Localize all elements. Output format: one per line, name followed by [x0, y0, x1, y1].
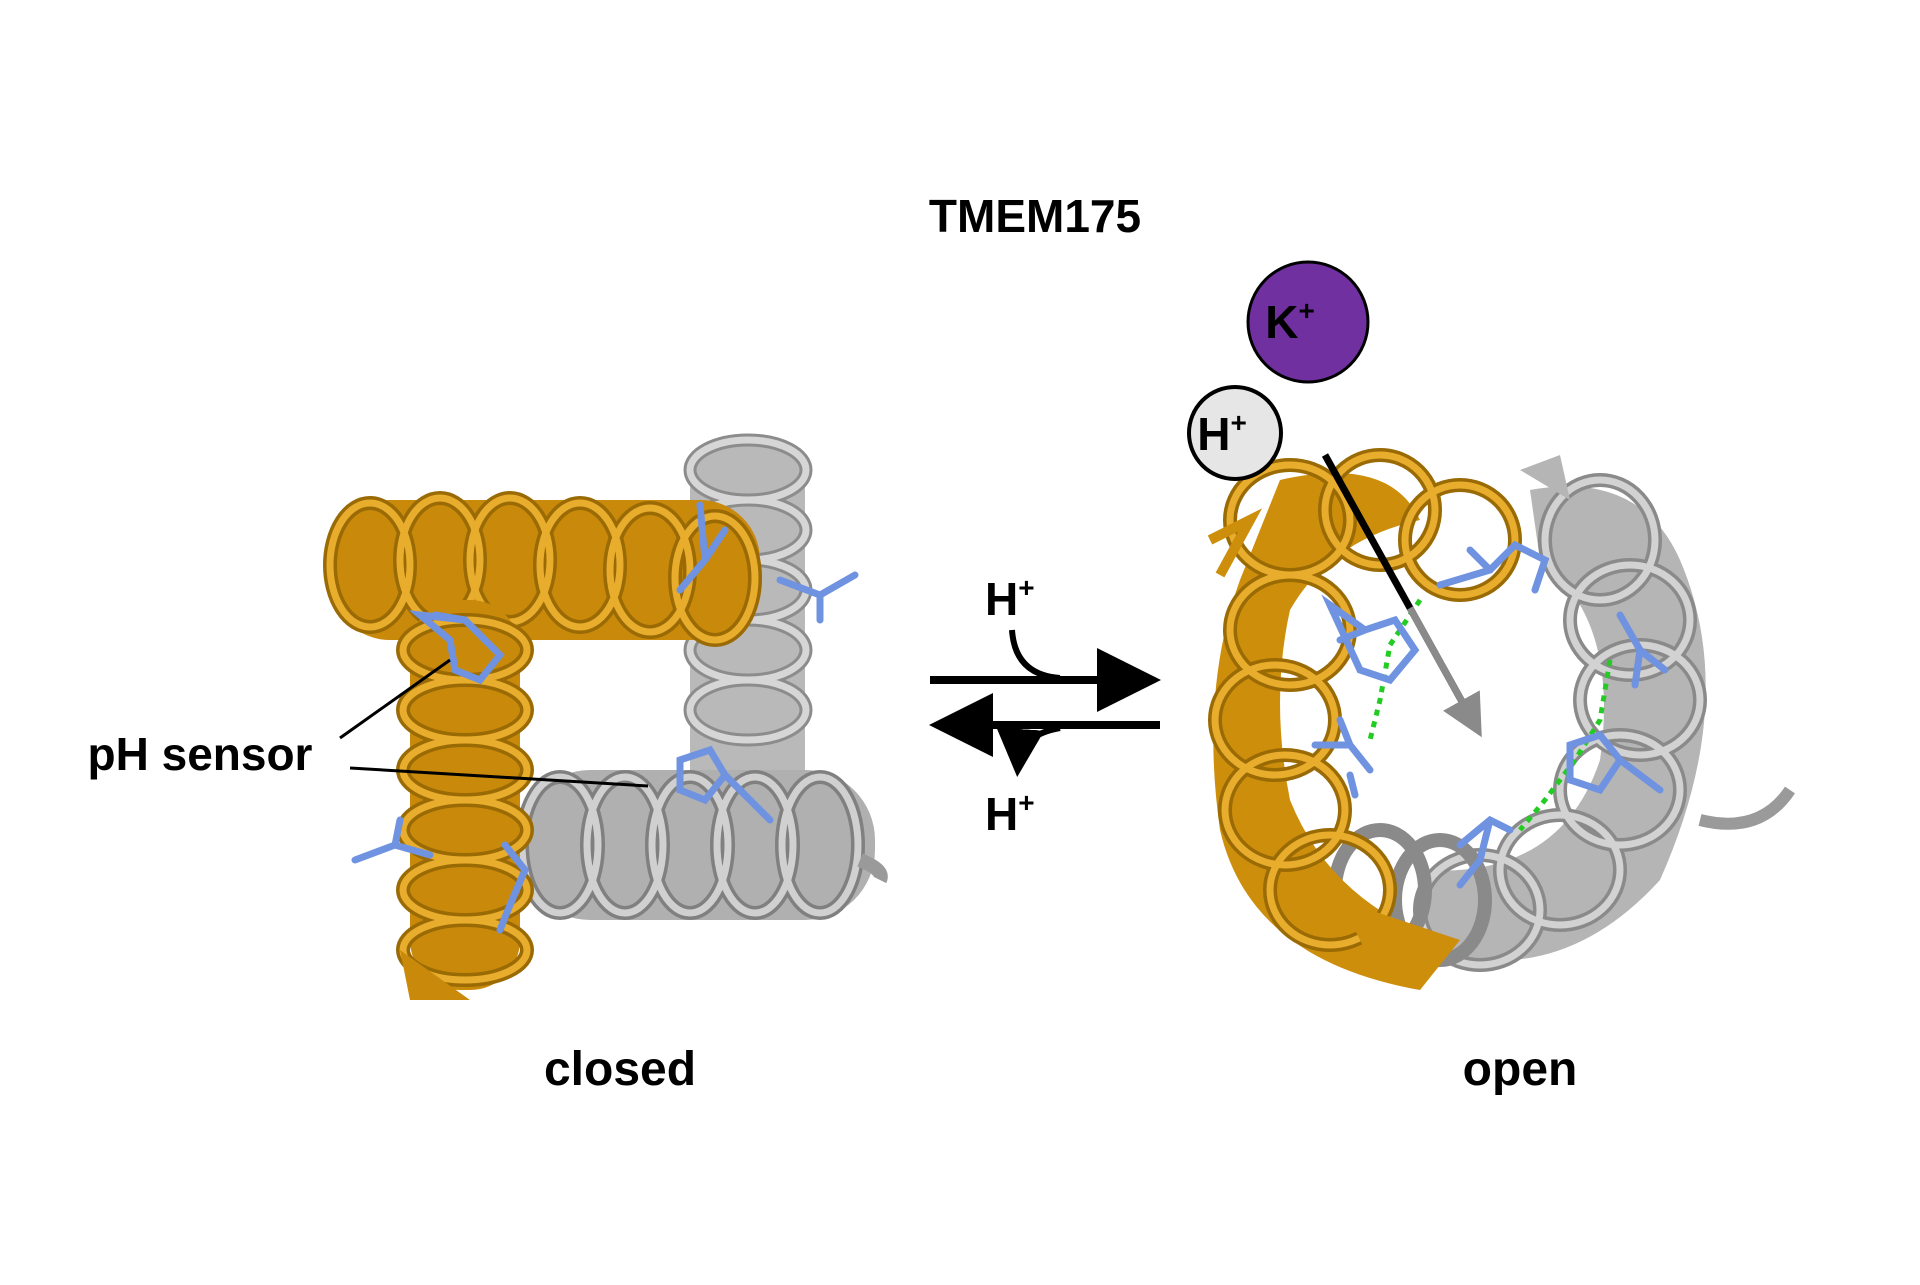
open-state-label: open [1463, 1043, 1578, 1096]
closed-gold-helix-vertical [396, 600, 534, 1000]
closed-gold-helix-horizontal [323, 491, 762, 647]
permeation-arrow-tip [1406, 606, 1482, 738]
equilibrium-arrows: H+ H+ [929, 572, 1161, 840]
closed-residues [351, 501, 859, 934]
forward-proton-curve [1009, 629, 1061, 681]
figure-title: TMEM175 [929, 190, 1141, 242]
closed-structure: pH sensor [88, 433, 888, 1000]
svg-text:K+: K+ [1265, 295, 1315, 348]
reverse-proton-curve [996, 725, 1061, 777]
open-structure [1207, 448, 1795, 990]
ph-sensor-callout-lines [339, 658, 649, 788]
open-gold-helices [1207, 448, 1522, 990]
closed-grey-helix-horizontal [515, 770, 888, 920]
forward-proton-label: H+ [985, 572, 1035, 625]
closed-state-label: closed [544, 1043, 696, 1096]
open-residues [1311, 540, 1669, 889]
ph-sensor-label: pH sensor [88, 728, 313, 780]
svg-text:H+: H+ [1197, 407, 1247, 460]
reverse-proton-label: H+ [985, 787, 1035, 840]
open-hbond-network [1367, 598, 1613, 832]
proton-ion: H+ [1187, 385, 1283, 481]
potassium-ion: K+ [1246, 260, 1370, 384]
